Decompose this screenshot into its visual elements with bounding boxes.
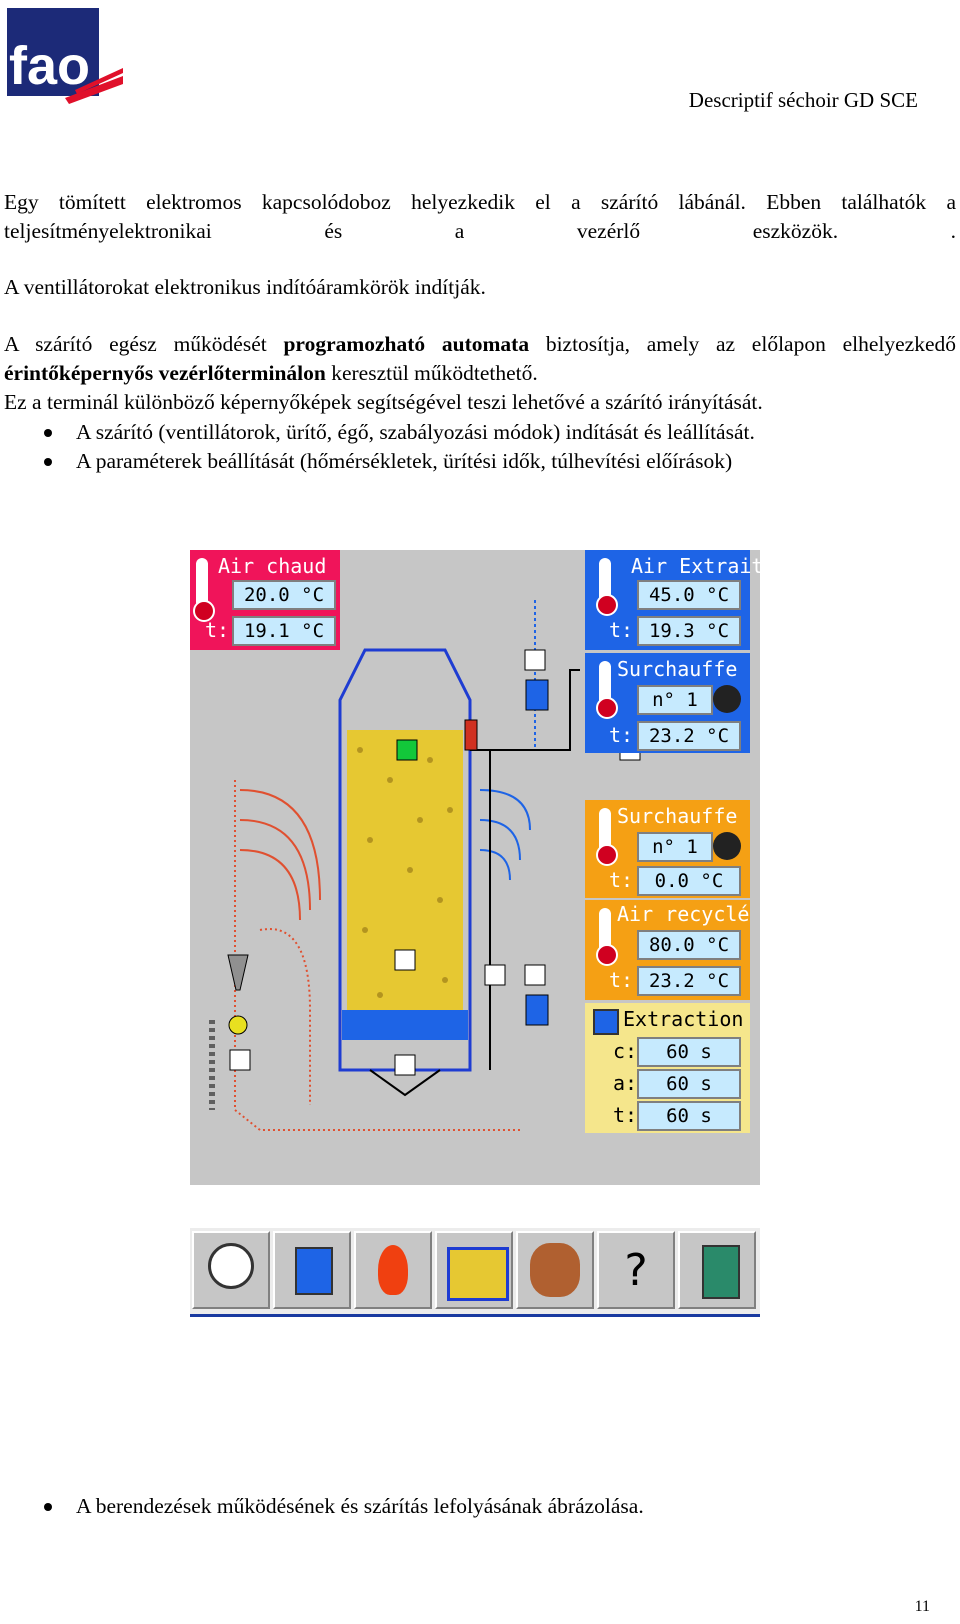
measured-value: 19.3 °C [637,616,741,646]
surchauffe-panel-1[interactable]: Surchauffe n° 1 t: 23.2 °C [585,653,750,753]
stage-number[interactable]: n° 1 [637,685,713,715]
fao-logo: fao [7,8,123,104]
thermometer-icon [196,558,208,608]
users-button[interactable] [516,1231,594,1309]
measured-value: 23.2 °C [637,721,741,751]
silo-hopper-icon [447,1247,509,1301]
cycle-value[interactable]: 60 s [637,1037,741,1067]
paragraph-3: A szárító egész működését programozható … [4,332,956,385]
c-label: c: [613,1039,638,1063]
burner-status-icon [713,685,741,713]
touchscreen-display: Air chaud 20.0 °C t: 19.1 °C Air Extrait… [190,550,763,1185]
t-label: t: [609,868,634,892]
stage-number[interactable]: n° 1 [637,832,713,862]
a-value[interactable]: 60 s [637,1069,741,1099]
t-label: t: [609,618,634,642]
thermometer-icon [599,558,611,603]
t-label: t: [609,968,634,992]
burner-button[interactable] [354,1231,432,1309]
panel-title: Air chaud [218,554,327,578]
users-keys-icon [530,1243,580,1297]
panel-title: Extraction [623,1007,744,1031]
air-chaud-panel[interactable]: Air chaud 20.0 °C t: 19.1 °C [190,550,340,650]
setpoint-value[interactable]: 20.0 °C [232,580,336,610]
thermometer-icon [599,808,611,853]
measured-value: 19.1 °C [232,616,336,646]
fan-button[interactable] [273,1231,351,1309]
air-recycle-panel[interactable]: Air recyclé 80.0 °C t: 23.2 °C [585,900,750,1000]
t-label: t: [609,723,634,747]
silo-button[interactable] [435,1231,513,1309]
burner-disabled-icon [713,832,741,860]
trend-button[interactable] [192,1231,270,1309]
page-number: 11 [914,1598,930,1615]
panel-title: Air Extrait [631,554,764,578]
setpoint-value[interactable]: 45.0 °C [637,580,741,610]
a-label: a: [613,1071,638,1095]
paragraph-1: Egy tömített elektromos kapcsolódoboz he… [4,190,956,243]
surchauffe-panel-2[interactable]: Surchauffe n° 1 t: 0.0 °C [585,800,750,898]
dryer-process-diagram [209,600,641,1131]
measured-value: 0.0 °C [637,866,741,896]
flame-icon [378,1245,408,1295]
panel-title: Surchauffe [617,657,738,681]
hmi-toolbar: ? [190,1228,760,1317]
panel-title: Air recyclé [617,902,750,926]
t-label: t: [613,1103,638,1127]
help-button[interactable]: ? [597,1231,675,1309]
stopwatch-chart-icon [208,1243,254,1289]
setpoint-value[interactable]: 80.0 °C [637,930,741,960]
t-value: 60 s [637,1101,741,1131]
air-extrait-panel[interactable]: Air Extrait 45.0 °C t: 19.3 °C [585,550,763,650]
thermometer-icon [599,908,611,953]
exit-door-icon [702,1245,740,1299]
exit-button[interactable] [678,1231,756,1309]
fan-motor-icon [295,1247,333,1295]
thermometer-icon [599,661,611,706]
logo-text: fao [9,36,90,96]
help-icon: ? [624,1245,648,1296]
extraction-icon [593,1009,619,1035]
extraction-panel[interactable]: Extraction c: 60 s a: 60 s t: 60 s [585,1003,750,1133]
paragraph-4: Ez a terminál különböző képernyőképek se… [4,390,763,414]
t-label: t: [205,618,230,642]
thermometer-bulb [193,600,215,622]
panel-title: Surchauffe [617,804,738,828]
document-title: Descriptif séchoir GD SCE [688,88,918,112]
paragraph-2: A ventillátorokat elektronikus indítóára… [4,275,486,299]
measured-value: 23.2 °C [637,966,741,996]
